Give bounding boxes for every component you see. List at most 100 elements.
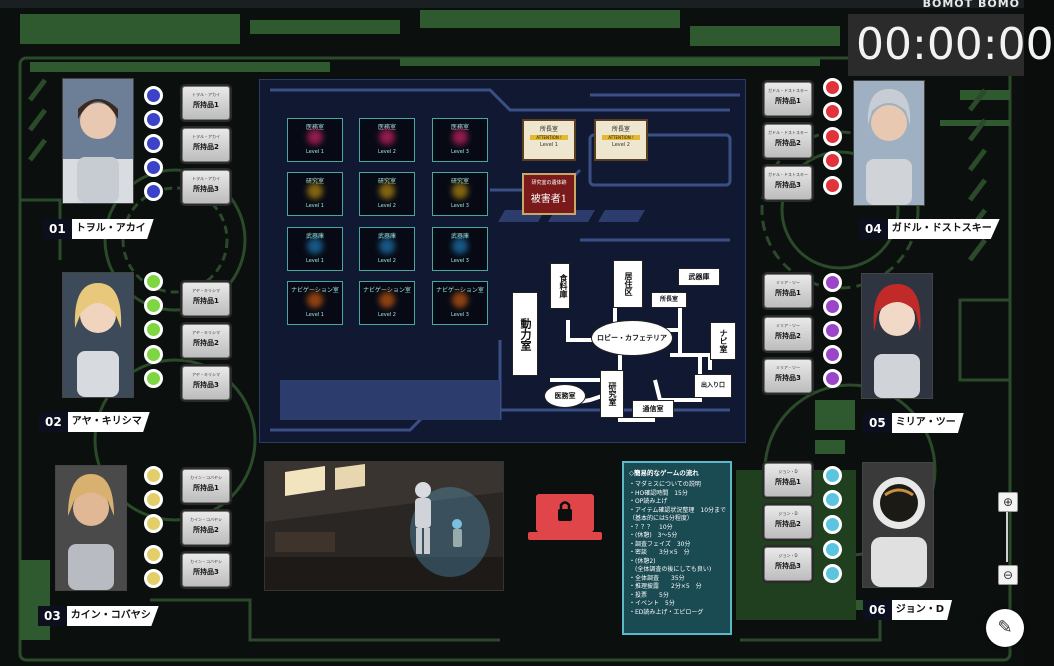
game-flow-line: ・？？？ 10分: [629, 523, 673, 531]
status-dot[interactable]: [823, 466, 842, 485]
status-dot[interactable]: [144, 320, 163, 339]
status-dot[interactable]: [823, 490, 842, 509]
status-dot[interactable]: [823, 273, 842, 292]
status-dot[interactable]: [144, 182, 163, 201]
status-dot[interactable]: [144, 86, 163, 105]
status-dot[interactable]: [823, 176, 842, 195]
item-card[interactable]: ミリア・ツー所持品2: [764, 317, 812, 351]
map-node-research[interactable]: 研究室: [600, 370, 624, 418]
map-node-director[interactable]: 所長室: [651, 292, 687, 308]
zoom-in-button[interactable]: ⊕: [998, 492, 1018, 512]
game-flow-line: ・イベント 5分: [629, 600, 675, 607]
map-node-medical[interactable]: 医務室: [544, 384, 586, 408]
item-card[interactable]: アヤ・キリシマ所持品2: [182, 324, 230, 358]
map-node-food[interactable]: 食料庫: [550, 263, 570, 309]
status-dot[interactable]: [144, 296, 163, 315]
status-dot[interactable]: [823, 515, 842, 534]
status-dot[interactable]: [823, 345, 842, 364]
game-flow-line: （基本的には5分程度）: [629, 515, 693, 522]
status-dot[interactable]: [823, 102, 842, 121]
map-node-comms[interactable]: 通信室: [632, 400, 674, 418]
map-node-weapons[interactable]: 武器庫: [678, 268, 720, 286]
status-dot[interactable]: [144, 569, 163, 588]
status-dot[interactable]: [144, 272, 163, 291]
status-dot[interactable]: [823, 321, 842, 340]
edit-pencil-button[interactable]: ✎: [986, 609, 1024, 647]
portrait-06[interactable]: [862, 462, 934, 588]
item-card[interactable]: カイン・コバヤシ所持品1: [182, 469, 230, 503]
victim-card[interactable]: 研究室の遺体跡被害者1: [522, 173, 576, 215]
item-card[interactable]: ガドル・ドストスキー所持品1: [764, 82, 812, 116]
item-card[interactable]: ミリア・ツー所持品3: [764, 359, 812, 393]
map-node-lobby[interactable]: ロビー・カフェテリア: [591, 320, 673, 356]
status-dot[interactable]: [823, 78, 842, 97]
status-dot[interactable]: [823, 564, 842, 583]
item-card[interactable]: ガドル・ドストスキー所持品2: [764, 124, 812, 158]
status-dot[interactable]: [823, 151, 842, 170]
status-dot[interactable]: [144, 134, 163, 153]
item-card[interactable]: アヤ・キリシマ所持品3: [182, 366, 230, 400]
browser-top-bar: BOMOT BOMO: [0, 0, 1024, 10]
item-card[interactable]: アヤ・キリシマ所持品1: [182, 282, 230, 316]
portrait-04[interactable]: [853, 80, 925, 206]
item-card[interactable]: トヲル・アカイ所持品1: [182, 86, 230, 120]
status-dot[interactable]: [823, 369, 842, 388]
item-card[interactable]: ミリア・ツー所持品1: [764, 274, 812, 308]
status-dot[interactable]: [144, 110, 163, 129]
item-card[interactable]: カイン・コバヤシ所持品2: [182, 511, 230, 545]
item-card[interactable]: カイン・コバヤシ所持品3: [182, 553, 230, 587]
status-dot[interactable]: [144, 545, 163, 564]
item-card[interactable]: ガドル・ドストスキー所持品3: [764, 166, 812, 200]
game-flow-line: ・HO確認時間 15分: [629, 489, 688, 497]
portrait-05[interactable]: [861, 273, 933, 399]
laptop-lock-icon[interactable]: [526, 492, 604, 544]
zoom-slider-track[interactable]: [1006, 512, 1008, 562]
game-flow-line: ・投票 5分: [629, 591, 669, 599]
game-flow-line: ・(休憩2): [629, 557, 656, 565]
item-card[interactable]: トヲル・アカイ所持品3: [182, 170, 230, 204]
topbar-text: BOMOT BOMO: [922, 0, 1020, 10]
game-flow-line: ・マダミスについての説明: [629, 481, 701, 488]
zoom-out-button[interactable]: ⊖: [998, 565, 1018, 585]
status-dot[interactable]: [823, 540, 842, 559]
status-dot[interactable]: [144, 466, 163, 485]
item-card[interactable]: トヲル・アカイ所持品2: [182, 128, 230, 162]
game-flow-line: ・OP読み上げ: [629, 498, 668, 505]
status-dot[interactable]: [144, 345, 163, 364]
map-node-living[interactable]: 居住区: [613, 260, 643, 308]
status-dot[interactable]: [144, 490, 163, 509]
map-node-exit[interactable]: 出入り口: [694, 374, 732, 398]
game-flow-line: (全体調査の後にしても良い): [629, 566, 712, 573]
status-dot[interactable]: [144, 514, 163, 533]
map-node-navi[interactable]: ナビ室: [710, 322, 736, 360]
status-dot[interactable]: [144, 158, 163, 177]
status-dot[interactable]: [823, 127, 842, 146]
portrait-03[interactable]: [55, 465, 127, 591]
status-dot[interactable]: [823, 297, 842, 316]
map-node-power[interactable]: 動力室: [512, 292, 538, 376]
portrait-01[interactable]: [62, 78, 134, 204]
portrait-02[interactable]: [62, 272, 134, 398]
status-dot[interactable]: [144, 369, 163, 388]
